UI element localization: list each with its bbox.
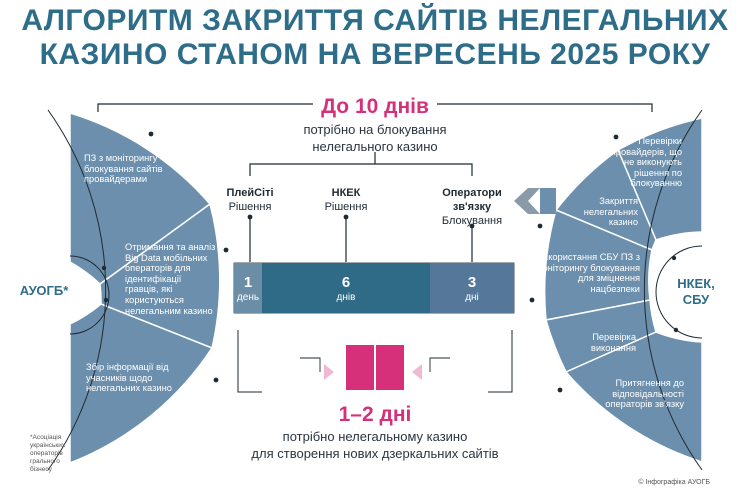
column-ticks [249,217,473,262]
mirror-block-left [346,345,374,390]
column-action: Рішення [324,201,368,213]
column-playcity: ПлейСіті Рішення [210,186,290,214]
bottom-days: 1–2 дні [338,403,412,426]
chevron-left-icon [514,188,540,214]
tree-connector [249,152,473,176]
mirror-block-right [376,345,404,390]
right-item-4: Перевірка виконання [590,332,636,353]
credit: © Інфографіка АУОГБ [638,479,710,486]
column-name: ПлейСіті [226,187,274,199]
column-operators: Оператори зв'язку Блокування [432,186,512,228]
segment-unit: дні [465,292,479,303]
column-action: Блокування [441,215,503,227]
bottom-description-line-1: потрібно нелегальному казино [282,429,468,444]
arrow-right-icon [324,364,334,380]
column-name: НКЕК [331,187,361,199]
top-description-line-2: нелегального казино [312,139,438,154]
arrow-left-icon [412,364,422,380]
right-item-3: Використання СБУ ПЗ з моніторингу блокув… [536,252,640,294]
bottom-description-line-2: для створення нових дзеркальних сайтів [251,446,499,461]
timeline-segment-2: 6 днів [262,263,430,313]
segment-value: 3 [467,274,477,291]
bottom-description: потрібно нелегальному казино для створен… [0,428,750,462]
page-title: АЛГОРИТМ ЗАКРИТТЯ САЙТІВ НЕЛЕГАЛЬНИХ КАЗ… [0,4,750,72]
left-item-2: Отримання та аналіз Big Data мобільних о… [125,242,216,316]
right-fan [529,109,703,471]
column-name: Оператори зв'язку [442,187,502,213]
segment-unit: день [236,292,260,303]
top-bracket [97,103,653,112]
segment-unit: днів [336,292,356,303]
left-actor: АУОГБ* [19,283,69,298]
timeline-segment-3: 3 дні [430,263,514,313]
right-item-1: Перевірки провайдерів, що не виконують р… [610,136,682,189]
left-fan [47,109,229,471]
top-description-line-1: потрібно на блокування [303,122,447,137]
column-nkek: НКЕК Рішення [306,186,386,214]
footnote: *Асоціація українських операторів гральн… [30,434,66,473]
left-item-3: Збір інформації від учасників щодо нелег… [86,362,172,394]
segment-value: 1 [243,274,253,291]
left-item-1: ПЗ з моніторингу блокування сайтів прова… [84,153,163,185]
column-action: Рішення [228,201,272,213]
right-item-2: Закриття нелегальних казино [583,196,638,228]
bottom-bracket [237,330,513,393]
timeline-segment-1: 1 день [234,263,262,313]
title-line-2: КАЗИНО СТАНОМ НА ВЕРЕСЕНЬ 2025 РОКУ [39,38,711,71]
right-item-5: Притягнення до відповідальності оператор… [605,378,684,410]
top-days: До 10 днів [321,95,429,118]
title-line-1: АЛГОРИТМ ЗАКРИТТЯ САЙТІВ НЕЛЕГАЛЬНИХ [21,4,729,37]
segment-value: 6 [341,274,351,291]
top-description: потрібно на блокування нелегального кази… [0,121,750,155]
right-actor: НКЕК, СБУ [677,276,715,307]
